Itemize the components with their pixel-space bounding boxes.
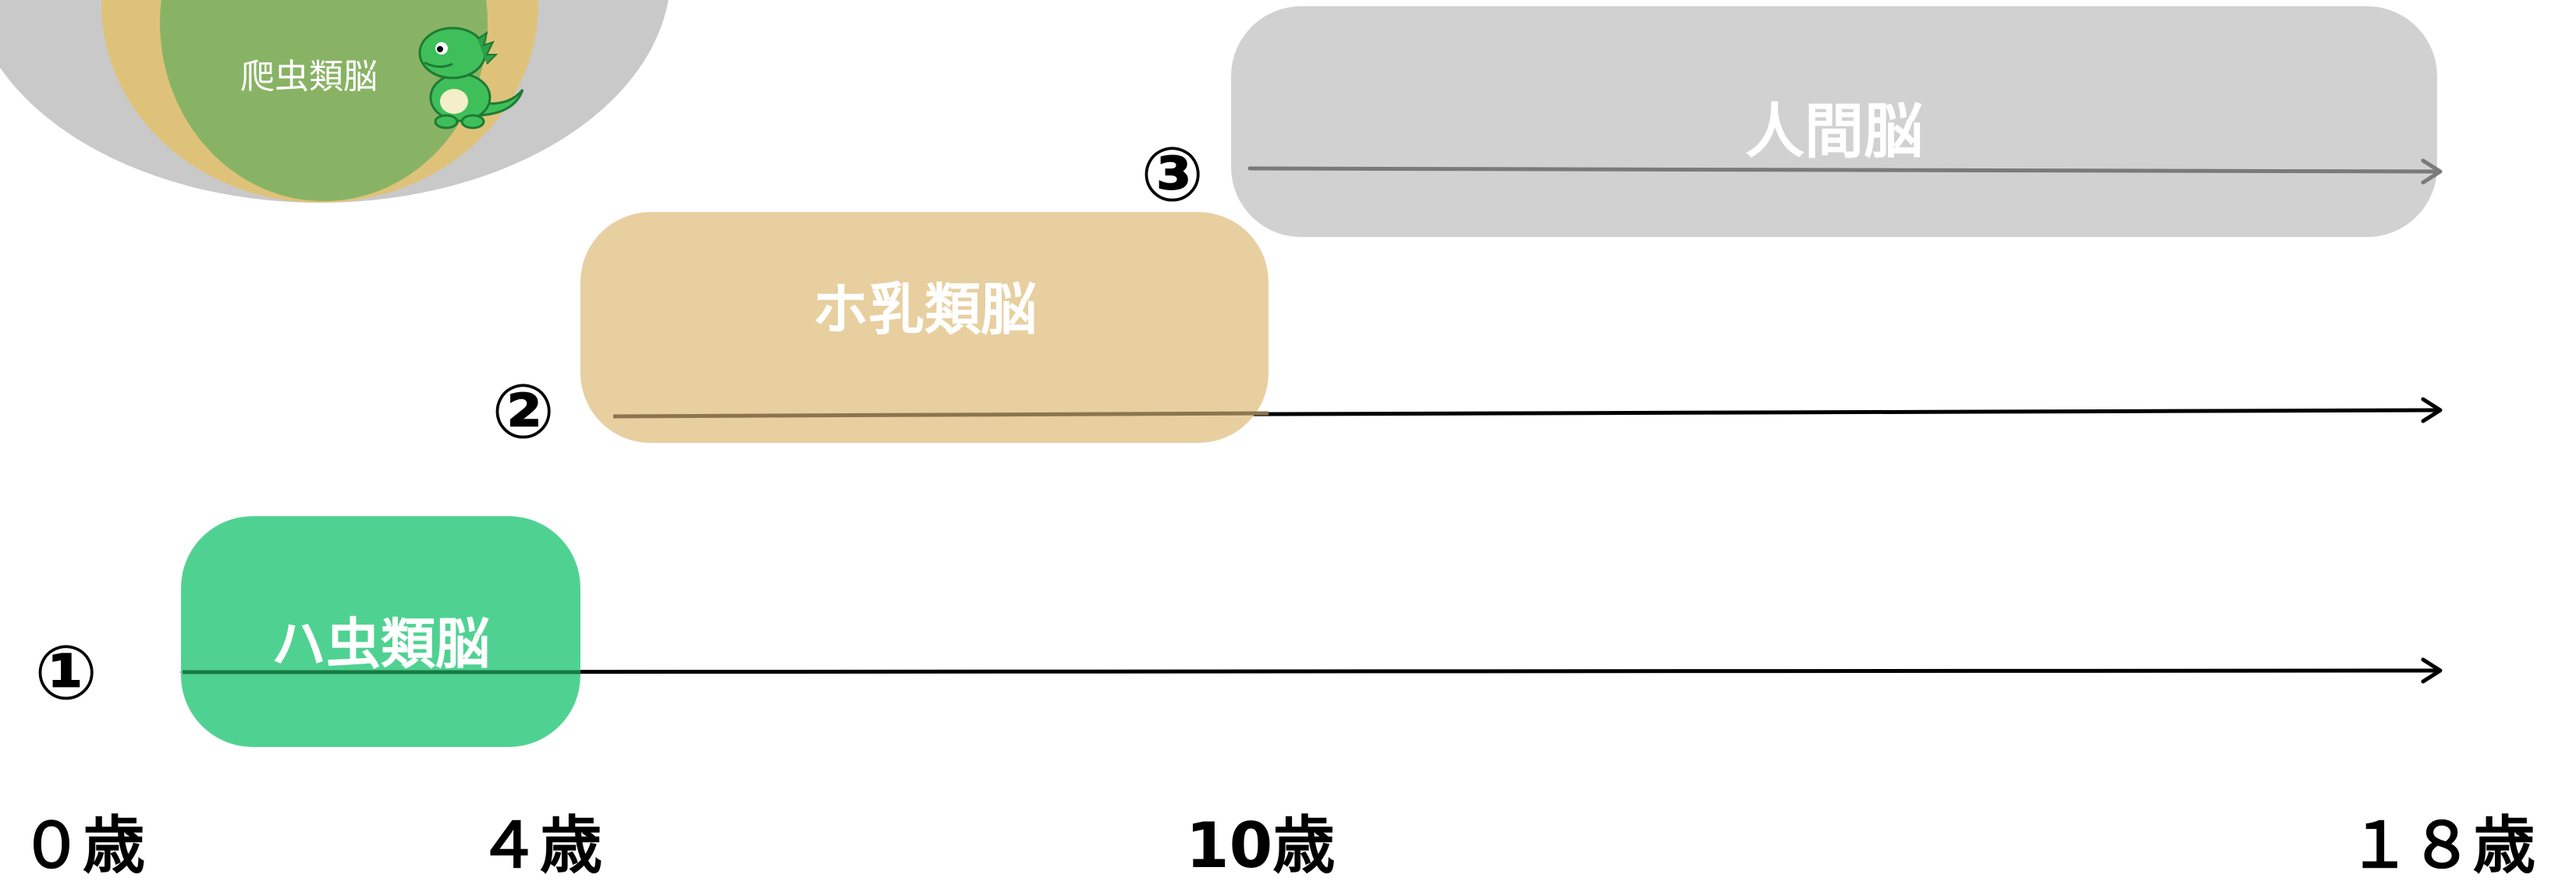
dinosaur-icon (418, 27, 524, 129)
age-label-0: ０歳 (20, 809, 145, 882)
stage-box-mammal: ホ乳類脳 (580, 212, 1268, 443)
stage-box-reptile: ハ虫類脳 (181, 516, 580, 747)
timeline-arrow-2-head (2421, 397, 2443, 423)
age-label-4: ４歳 (477, 809, 602, 882)
age-label-10: 10歳 (1186, 809, 1336, 882)
stage-label-mammal: ホ乳類脳 (811, 276, 1037, 342)
timeline-arrow-1-head (2421, 657, 2443, 684)
stage-number-2: ② (491, 368, 555, 455)
arrow-2-overlay (612, 411, 1269, 419)
stage-label-human: 人間脳 (1745, 97, 1923, 166)
timeline-arrow-3-head (2421, 158, 2443, 185)
stage-box-human: 人間脳 (1231, 6, 2437, 237)
brain-inner-label: 爬虫類脳 (240, 57, 378, 97)
stage-number-3: ③ (1141, 131, 1205, 218)
age-label-18: １８歳 (2348, 809, 2535, 882)
stage-label-reptile: ハ虫類脳 (271, 611, 490, 676)
stage-number-1: ① (34, 629, 98, 717)
timeline-arrow-3 (1247, 166, 2441, 174)
